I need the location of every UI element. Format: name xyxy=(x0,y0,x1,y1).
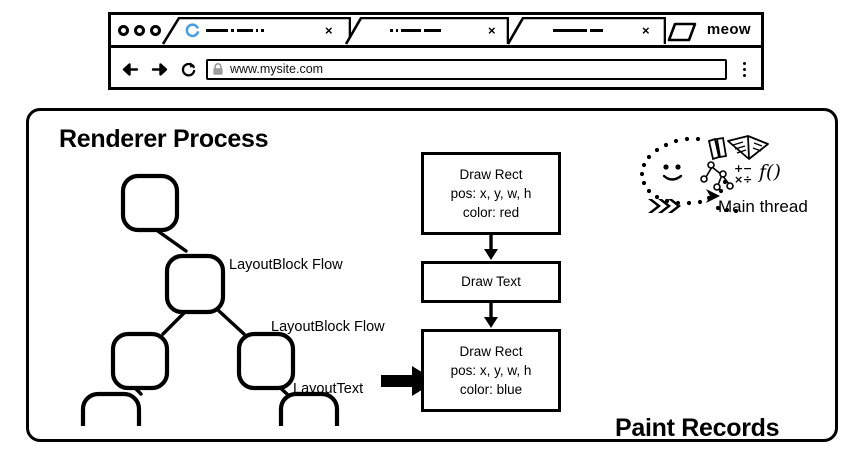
paint-records-title: Paint Records xyxy=(615,414,780,442)
browser-toolbar: www.mysite.com xyxy=(111,48,761,90)
tree-node-text-2 xyxy=(278,391,340,426)
paint-record-1-line-1: Draw Rect xyxy=(459,166,523,182)
tree-node-root xyxy=(120,173,180,233)
loading-spinner-icon xyxy=(185,23,200,38)
tab-2-close-icon[interactable]: × xyxy=(488,23,496,38)
new-tab-icon[interactable] xyxy=(663,22,697,47)
renderer-process-panel: Renderer Process xyxy=(26,108,838,442)
paint-record-1: Draw Rect pos: x, y, w, h color: red xyxy=(421,152,561,235)
paint-record-3-line-3: color: blue xyxy=(459,382,523,398)
tree-label-block-1: LayoutBlock Flow xyxy=(229,257,343,273)
svg-text:×: × xyxy=(734,173,743,186)
main-thread-mascot-icon: + − × ÷ f() xyxy=(639,135,781,214)
tree-node-block-2 xyxy=(110,331,170,391)
paint-record-3-line-2: pos: x, y, w, h xyxy=(450,362,532,378)
paint-record-2-line-1: Draw Text xyxy=(461,274,521,290)
url-bar[interactable]: www.mysite.com xyxy=(206,58,727,80)
back-arrow-icon[interactable] xyxy=(119,58,141,80)
tree-label-block-2: LayoutBlock Flow xyxy=(271,319,385,335)
svg-text:−: − xyxy=(743,162,752,175)
tabs-area: × × xyxy=(161,15,761,45)
layout-tree-diagram xyxy=(79,166,409,426)
window-control-minimize[interactable] xyxy=(134,24,145,36)
tab-1-title-placeholder xyxy=(206,17,264,44)
forward-arrow-icon[interactable] xyxy=(148,58,170,80)
tab-3-close-icon[interactable]: × xyxy=(642,23,650,38)
window-control-close[interactable] xyxy=(118,24,129,36)
tab-strip: × × xyxy=(111,15,761,48)
tree-node-block-3 xyxy=(236,331,296,391)
kebab-menu-icon[interactable] xyxy=(737,58,751,80)
paint-record-1-line-2: pos: x, y, w, h xyxy=(450,185,532,201)
browser-window: × × xyxy=(108,12,764,90)
browser-brand-label: meow xyxy=(706,21,751,38)
tree-node-block-1 xyxy=(164,253,226,315)
reload-icon[interactable] xyxy=(177,58,199,80)
svg-text:+: + xyxy=(734,162,743,175)
flow-arrow-1 xyxy=(484,233,498,260)
paint-record-2: Draw Text xyxy=(421,261,561,303)
paint-record-1-line-3: color: red xyxy=(462,205,520,221)
svg-text:÷: ÷ xyxy=(743,173,752,186)
flow-arrow-2 xyxy=(484,301,498,328)
main-thread-label: Main thread xyxy=(718,197,808,216)
tab-2-title-placeholder xyxy=(390,17,441,44)
paint-record-3: Draw Rect pos: x, y, w, h color: blue xyxy=(421,329,561,412)
renderer-process-title: Renderer Process xyxy=(59,125,269,153)
tab-3-title-placeholder xyxy=(553,17,603,44)
tree-label-text-1: LayoutText xyxy=(293,381,364,397)
url-text: www.mysite.com xyxy=(230,62,324,76)
window-control-maximize[interactable] xyxy=(150,24,161,36)
svg-text:f(): f() xyxy=(757,161,781,183)
tab-1-close-icon[interactable]: × xyxy=(325,23,333,38)
window-controls xyxy=(118,24,161,36)
paint-record-3-line-1: Draw Rect xyxy=(459,343,523,359)
lock-icon xyxy=(213,62,223,75)
tree-node-text-1 xyxy=(80,391,142,426)
